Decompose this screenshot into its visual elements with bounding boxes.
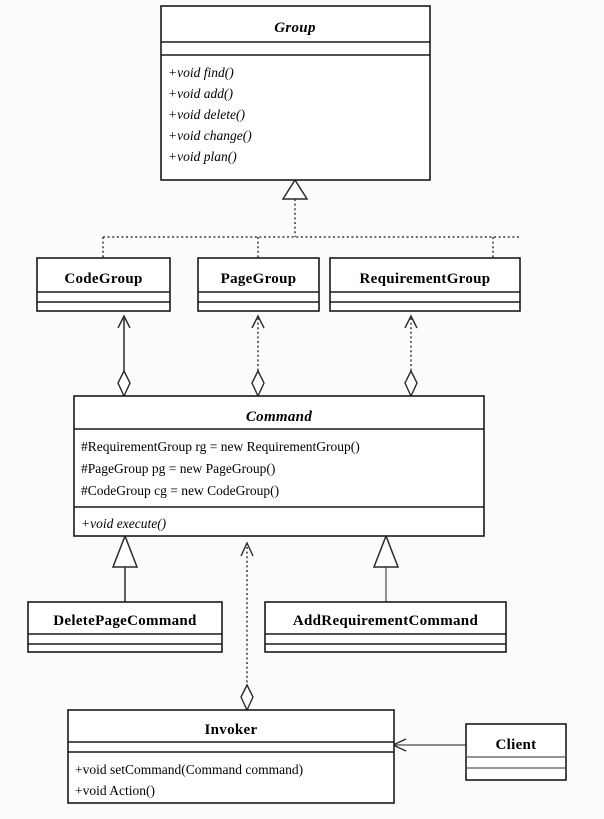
invoker-box-frame	[67, 709, 395, 804]
page-group-class-name: PageGroup	[221, 271, 297, 287]
class-box-requirement-group[interactable]: RequirementGroup	[329, 257, 521, 312]
hollow-diamond-icon	[117, 369, 131, 398]
hollow-diamond-icon	[404, 369, 418, 398]
group-method-plan: +void plan()	[168, 149, 237, 164]
command-attribute-pg: #PageGroup pg = new PageGroup()	[81, 461, 275, 476]
client-box-frame	[465, 723, 567, 781]
class-box-client[interactable]: Client	[465, 723, 567, 781]
group-method-delete: +void delete()	[168, 107, 245, 122]
group-method-add: +void add()	[168, 86, 233, 101]
class-box-invoker[interactable]: Invoker +void setCommand(Command command…	[67, 709, 395, 804]
invoker-method-action: +void Action()	[75, 783, 155, 798]
connector-add-requirement-command-generalization	[372, 533, 400, 602]
connector-client-invoker	[391, 738, 466, 752]
group-method-change: +void change()	[168, 128, 252, 143]
connector-invoker-command	[240, 541, 254, 712]
class-box-page-group[interactable]: PageGroup	[197, 257, 320, 312]
connector-command-page-group	[251, 314, 265, 398]
requirement-group-class-name: RequirementGroup	[360, 271, 491, 287]
command-attribute-rg: #RequirementGroup rg = new RequirementGr…	[81, 439, 360, 454]
hollow-diamond-icon	[240, 683, 254, 712]
connector-layer: Invoker -->	[102, 178, 519, 752]
hollow-triangle-icon	[281, 178, 309, 200]
open-arrow-icon	[404, 314, 418, 329]
connector-command-requirement-group	[404, 314, 418, 398]
class-box-add-requirement-command[interactable]: AddRequirementCommand	[264, 601, 507, 653]
connector-delete-page-command-generalization	[111, 533, 139, 602]
open-arrow-icon	[251, 314, 265, 329]
group-method-find: +void find()	[168, 65, 234, 80]
delete-page-command-class-name: DeletePageCommand	[53, 613, 197, 629]
group-class-name: Group	[274, 20, 316, 36]
open-arrow-icon	[117, 314, 131, 329]
class-box-delete-page-command[interactable]: DeletePageCommand	[27, 601, 223, 653]
open-arrow-icon	[240, 541, 254, 557]
command-box-frame	[73, 395, 485, 537]
command-class-name: Command	[246, 409, 312, 425]
invoker-class-name: Invoker	[205, 722, 258, 738]
hollow-diamond-icon	[251, 369, 265, 398]
command-method-execute: +void execute()	[81, 516, 167, 531]
invoker-method-set-command: +void setCommand(Command command)	[75, 762, 303, 777]
code-group-class-name: CodeGroup	[64, 271, 142, 287]
connector-group-realization-tree	[102, 178, 519, 258]
hollow-triangle-icon	[111, 533, 139, 568]
hollow-triangle-icon	[372, 533, 400, 568]
connector-command-code-group	[117, 314, 131, 398]
class-box-command[interactable]: Command #RequirementGroup rg = new Requi…	[73, 395, 485, 537]
client-class-name: Client	[496, 737, 537, 753]
command-attribute-cg: #CodeGroup cg = new CodeGroup()	[81, 483, 279, 498]
class-box-code-group[interactable]: CodeGroup	[36, 257, 171, 312]
class-box-group[interactable]: Group +void find() +void add() +void del…	[160, 5, 431, 181]
group-box-frame	[160, 5, 431, 181]
add-requirement-command-class-name: AddRequirementCommand	[293, 613, 479, 629]
